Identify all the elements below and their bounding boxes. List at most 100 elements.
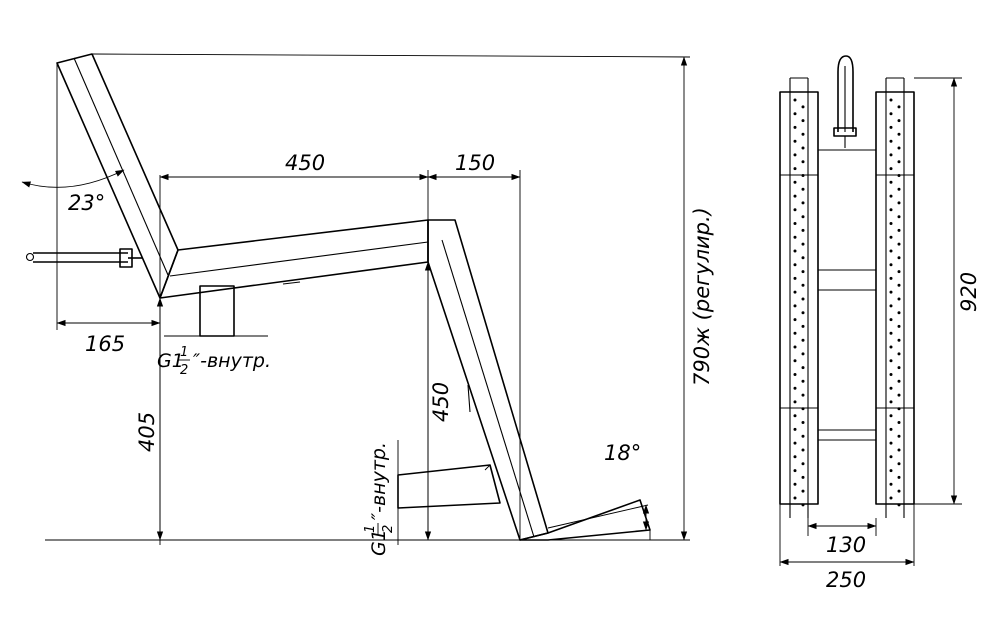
rail-hole bbox=[897, 352, 901, 356]
top-pin-handle bbox=[833, 55, 857, 148]
rail-hole bbox=[889, 263, 893, 267]
rail-hole bbox=[793, 222, 797, 225]
dim-790: 790ж (регулир.) bbox=[680, 56, 714, 541]
seat-pipe-fitting bbox=[164, 285, 268, 337]
rail-hole bbox=[897, 283, 901, 287]
rail-hole bbox=[897, 324, 901, 328]
rail-hole bbox=[897, 338, 901, 342]
rail-hole bbox=[897, 270, 901, 274]
rail-hole bbox=[897, 242, 901, 246]
rail-hole bbox=[801, 160, 805, 164]
pipe-note-leg: G1 1 2 ″-внутр. bbox=[363, 442, 396, 556]
rail-hole bbox=[897, 201, 901, 205]
rail-hole bbox=[889, 112, 893, 116]
rail-hole bbox=[801, 434, 805, 438]
rail-hole bbox=[801, 489, 805, 493]
dim-450-vertical-text: 450 bbox=[429, 382, 453, 422]
rail-hole bbox=[897, 119, 901, 123]
rail-hole bbox=[889, 98, 893, 102]
rail-hole bbox=[801, 311, 805, 315]
rail-hole bbox=[801, 105, 805, 109]
rail-hole bbox=[889, 304, 893, 308]
rail-hole bbox=[793, 455, 797, 459]
rail-hole bbox=[801, 201, 805, 205]
rail-hole bbox=[897, 228, 901, 232]
rail-hole bbox=[897, 132, 901, 136]
rail-hole bbox=[801, 393, 805, 397]
rail-hole bbox=[889, 482, 893, 486]
rail-hole bbox=[793, 167, 797, 171]
dim-130: 130 bbox=[807, 522, 877, 557]
rail-hole bbox=[889, 139, 893, 143]
dim-450-vertical: 450 bbox=[424, 261, 453, 541]
rail-hole bbox=[889, 427, 893, 431]
rail-hole bbox=[897, 256, 901, 260]
pipe-note-leg-numerator: 1 bbox=[363, 525, 378, 533]
dim-790-text: 790ж (регулир.) bbox=[690, 207, 714, 386]
rail-hole bbox=[801, 379, 805, 383]
rail-hole bbox=[801, 448, 805, 452]
rail-hole bbox=[801, 187, 805, 191]
dim-405: 405 bbox=[135, 297, 164, 541]
holes-right bbox=[889, 98, 901, 507]
pipe-note-seat-denominator: 2 bbox=[180, 363, 188, 378]
rail-hole bbox=[793, 263, 797, 267]
rail-hole bbox=[801, 352, 805, 356]
rail-hole bbox=[793, 276, 797, 280]
left-rail bbox=[779, 77, 819, 518]
rail-hole bbox=[801, 503, 805, 507]
rail-hole bbox=[889, 180, 893, 184]
dim-450-horizontal: 450 bbox=[159, 151, 429, 181]
rail-hole bbox=[897, 311, 901, 315]
rail-hole bbox=[889, 153, 893, 157]
adjustment-pin bbox=[25, 248, 142, 268]
rail-hole bbox=[801, 242, 805, 246]
rail-hole bbox=[793, 414, 797, 418]
rail-hole bbox=[793, 194, 797, 198]
rail-hole bbox=[897, 297, 901, 301]
cross-members bbox=[818, 149, 876, 441]
rail-hole bbox=[801, 462, 805, 466]
rail-hole bbox=[793, 112, 797, 116]
right-rail bbox=[875, 77, 915, 518]
rail-hole bbox=[801, 132, 805, 136]
dim-130-text: 130 bbox=[826, 533, 866, 557]
rail-hole bbox=[801, 256, 805, 260]
rail-hole bbox=[793, 482, 797, 486]
rail-hole bbox=[801, 174, 805, 177]
dim-165: 165 bbox=[56, 319, 161, 356]
dim-450-horizontal-text: 450 bbox=[285, 151, 325, 175]
rail-hole bbox=[793, 180, 797, 184]
rail-hole bbox=[897, 105, 901, 109]
rail-hole bbox=[793, 139, 797, 143]
dim-165-text: 165 bbox=[85, 332, 125, 356]
rail-hole bbox=[889, 222, 893, 225]
rail-hole bbox=[801, 338, 805, 342]
rail-hole bbox=[793, 208, 797, 212]
rail-hole bbox=[889, 469, 893, 473]
rail-hole bbox=[889, 167, 893, 171]
rail-hole bbox=[897, 379, 901, 383]
rail-hole bbox=[801, 407, 805, 411]
rail-hole bbox=[889, 208, 893, 212]
rail-hole bbox=[793, 359, 797, 363]
rail-hole bbox=[897, 503, 901, 507]
rail-hole bbox=[793, 496, 797, 500]
leg-pipe-fitting bbox=[397, 440, 501, 545]
rail-hole bbox=[889, 373, 893, 376]
dim-250: 250 bbox=[779, 558, 915, 592]
rail-hole bbox=[793, 427, 797, 431]
rail-hole bbox=[897, 475, 901, 479]
rail-hole bbox=[801, 228, 805, 232]
rail-hole bbox=[889, 455, 893, 459]
pipe-note-seat-suffix: ″-внутр. bbox=[193, 350, 271, 372]
rail-hole bbox=[801, 421, 805, 424]
rail-hole bbox=[793, 441, 797, 445]
rail-hole bbox=[793, 98, 797, 102]
rail-hole bbox=[801, 215, 805, 219]
rail-hole bbox=[793, 331, 797, 335]
rail-hole bbox=[793, 235, 797, 239]
rail-hole bbox=[889, 235, 893, 239]
rail-hole bbox=[889, 249, 893, 253]
